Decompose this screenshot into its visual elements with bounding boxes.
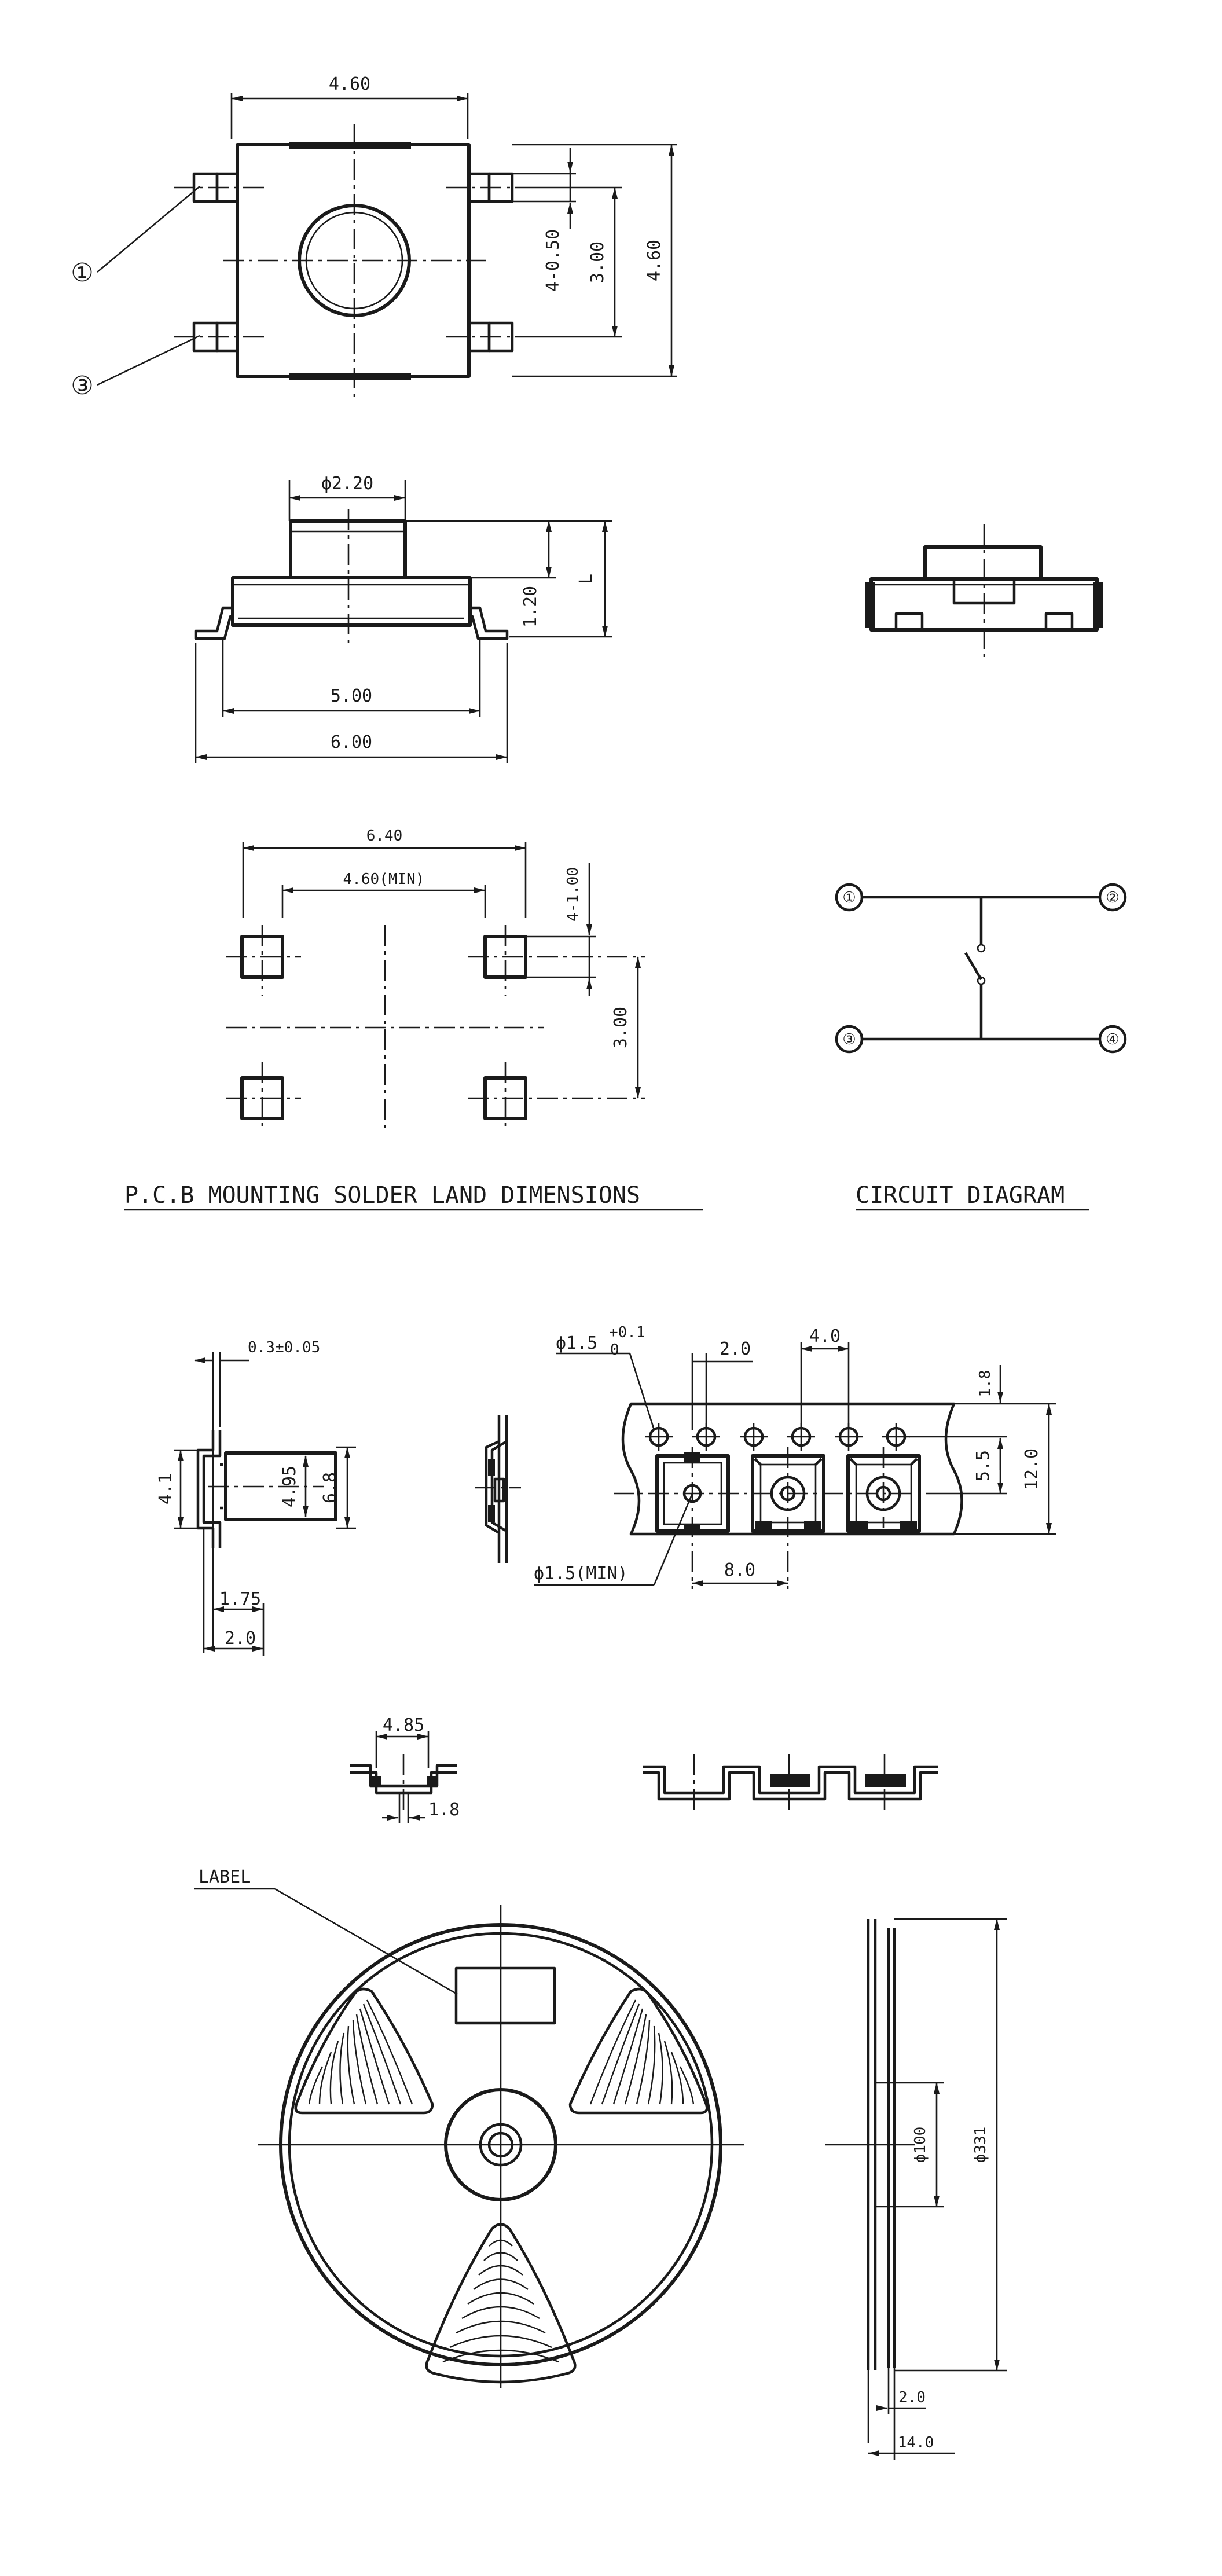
body-width-label: 5.00	[331, 686, 372, 706]
overall-height-symbol: L	[576, 574, 596, 584]
reel-width-label: 14.0	[898, 2434, 934, 2452]
overall-width-label: 6.00	[331, 732, 372, 753]
pocket-detail-depth: 1.8	[428, 1800, 460, 1820]
pin-3-marker: ③	[71, 371, 93, 401]
hole-to-center-label: 5.5	[973, 1450, 993, 1481]
tape-offset-large-label: 2.0	[225, 1628, 256, 1649]
reel-label-callout: LABEL	[199, 1867, 251, 1887]
pin-1-marker: ①	[71, 258, 93, 288]
tape-offset-small-label: 1.75	[219, 1589, 261, 1609]
reel-diameter-label: ϕ331	[972, 2127, 989, 2163]
pocket-hole-label: ϕ1.5(MIN)	[534, 1564, 628, 1584]
circuit-node-4: ④	[1106, 1031, 1119, 1048]
sprocket-pitch-label: 4.0	[809, 1326, 841, 1346]
pocket-outer-label: 6.8	[320, 1472, 340, 1503]
sprocket-tol-upper: +0.1	[609, 1324, 645, 1341]
pcb-land-caption: P.C.B MOUNTING SOLDER LAND DIMENSIONS	[124, 1182, 640, 1209]
tape-width-label: 12.0	[1022, 1448, 1042, 1490]
pocket-detail-view: 4.85 1.8	[350, 1715, 460, 1823]
pcb-land-pattern: 6.40 4.60(MIN) 4-1.00 3.00 P.C.B MOUNTIN…	[124, 827, 703, 1211]
tape-side-profile	[475, 1415, 521, 1563]
tape-cross-section: 0.3±0.05 4.1 4.95 6.8 1.75 2.0	[156, 1339, 356, 1656]
land-outer-pitch-label: 6.40	[366, 827, 403, 845]
switch-top-view: 4.60 4-0.50	[71, 74, 677, 401]
circuit-node-3: ③	[842, 1031, 856, 1048]
pocket-detail-width: 4.85	[383, 1715, 424, 1735]
hole-to-pocket-label: 2.0	[720, 1339, 751, 1359]
terminal-width-label: 4-0.50	[543, 229, 563, 292]
button-diameter-label: ϕ2.20	[321, 474, 373, 494]
switch-side-view: ϕ2.20 1.20 L 5.00 6.00	[194, 474, 612, 763]
pocket-width-label: 4.95	[280, 1466, 300, 1507]
circuit-node-1: ①	[842, 889, 856, 907]
sprocket-tol-lower: 0	[610, 1341, 619, 1359]
sprocket-hole-label: ϕ1.5	[556, 1333, 597, 1353]
carrier-tape-top-view: ϕ1.5 +0.1 0 2.0 4.0 1.8 5.5 12.0 ϕ1.5(MI…	[534, 1324, 1056, 1589]
land-inner-gap-label: 4.60(MIN)	[343, 871, 425, 888]
reel-side-view: ϕ331 ϕ100 2.0 14.0	[825, 1918, 1007, 2460]
circuit-diagram: ① ② ③ ④ CIRCUIT DIAGRAM	[835, 883, 1127, 1211]
terminal-pitch-label: 3.00	[588, 241, 608, 283]
edge-to-hole-label: 1.8	[977, 1370, 994, 1397]
reel-front-view: LABEL	[194, 1867, 744, 2388]
plunger-height-label: 1.20	[520, 586, 541, 628]
flange-gap-label: 2.0	[898, 2389, 926, 2406]
circuit-caption: CIRCUIT DIAGRAM	[856, 1182, 1065, 1209]
pocket-pitch-label: 8.0	[724, 1560, 755, 1580]
circuit-node-2: ②	[1106, 889, 1119, 907]
switch-front-view	[865, 524, 1103, 657]
tape-thickness-label: 0.3±0.05	[248, 1339, 320, 1356]
top-width-label: 4.60	[329, 74, 370, 94]
land-vertical-pitch-label: 3.00	[611, 1007, 631, 1048]
top-height-label: 4.60	[644, 240, 665, 281]
pocket-depth-label: 4.1	[156, 1473, 176, 1504]
tape-side-strip	[643, 1754, 938, 1812]
land-pad-size-label: 4-1.00	[564, 867, 582, 922]
